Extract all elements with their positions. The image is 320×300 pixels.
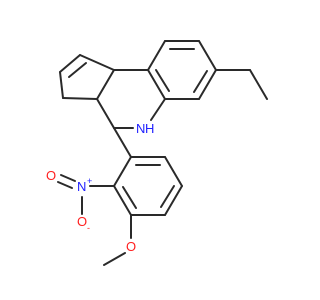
bond [249,69,268,100]
bond-lines [57,40,268,266]
bond [113,185,132,216]
aromatic-bond [160,185,175,208]
nitro-single-oxygen-label: O [77,214,87,229]
bond [113,156,132,187]
bond [113,127,132,158]
bond [59,54,81,73]
methoxy-oxygen-label: O [126,239,136,254]
nitro-nitrogen-label: N [77,179,86,194]
aromatic-bond [122,186,137,209]
bond [103,252,126,266]
bond [68,62,87,78]
bond [150,98,166,121]
bond [62,97,98,100]
aromatic-bond [193,70,208,93]
nitro-negative-charge: - [87,223,90,233]
nitro-positive-charge: + [87,176,92,186]
bond [198,69,217,100]
molecule-diagram: N H N + O O - O [46,40,268,266]
bond [164,185,183,216]
bond [96,69,115,100]
nitro-double-oxygen-label: O [46,168,56,183]
amine-nitrogen-label: N [136,121,145,136]
aromatic-bond [155,69,170,92]
bond [96,98,115,129]
bond [57,181,73,189]
bond [59,71,64,99]
amine-hydrogen-label: H [145,121,154,136]
bond [147,40,166,71]
atom-labels: N H N + O O - O [46,121,154,254]
bond [164,156,183,187]
bond [198,40,217,71]
structure-drawing: N H N + O O - O [46,40,268,266]
bond [79,54,115,71]
bond [147,69,166,100]
bond [60,174,76,182]
